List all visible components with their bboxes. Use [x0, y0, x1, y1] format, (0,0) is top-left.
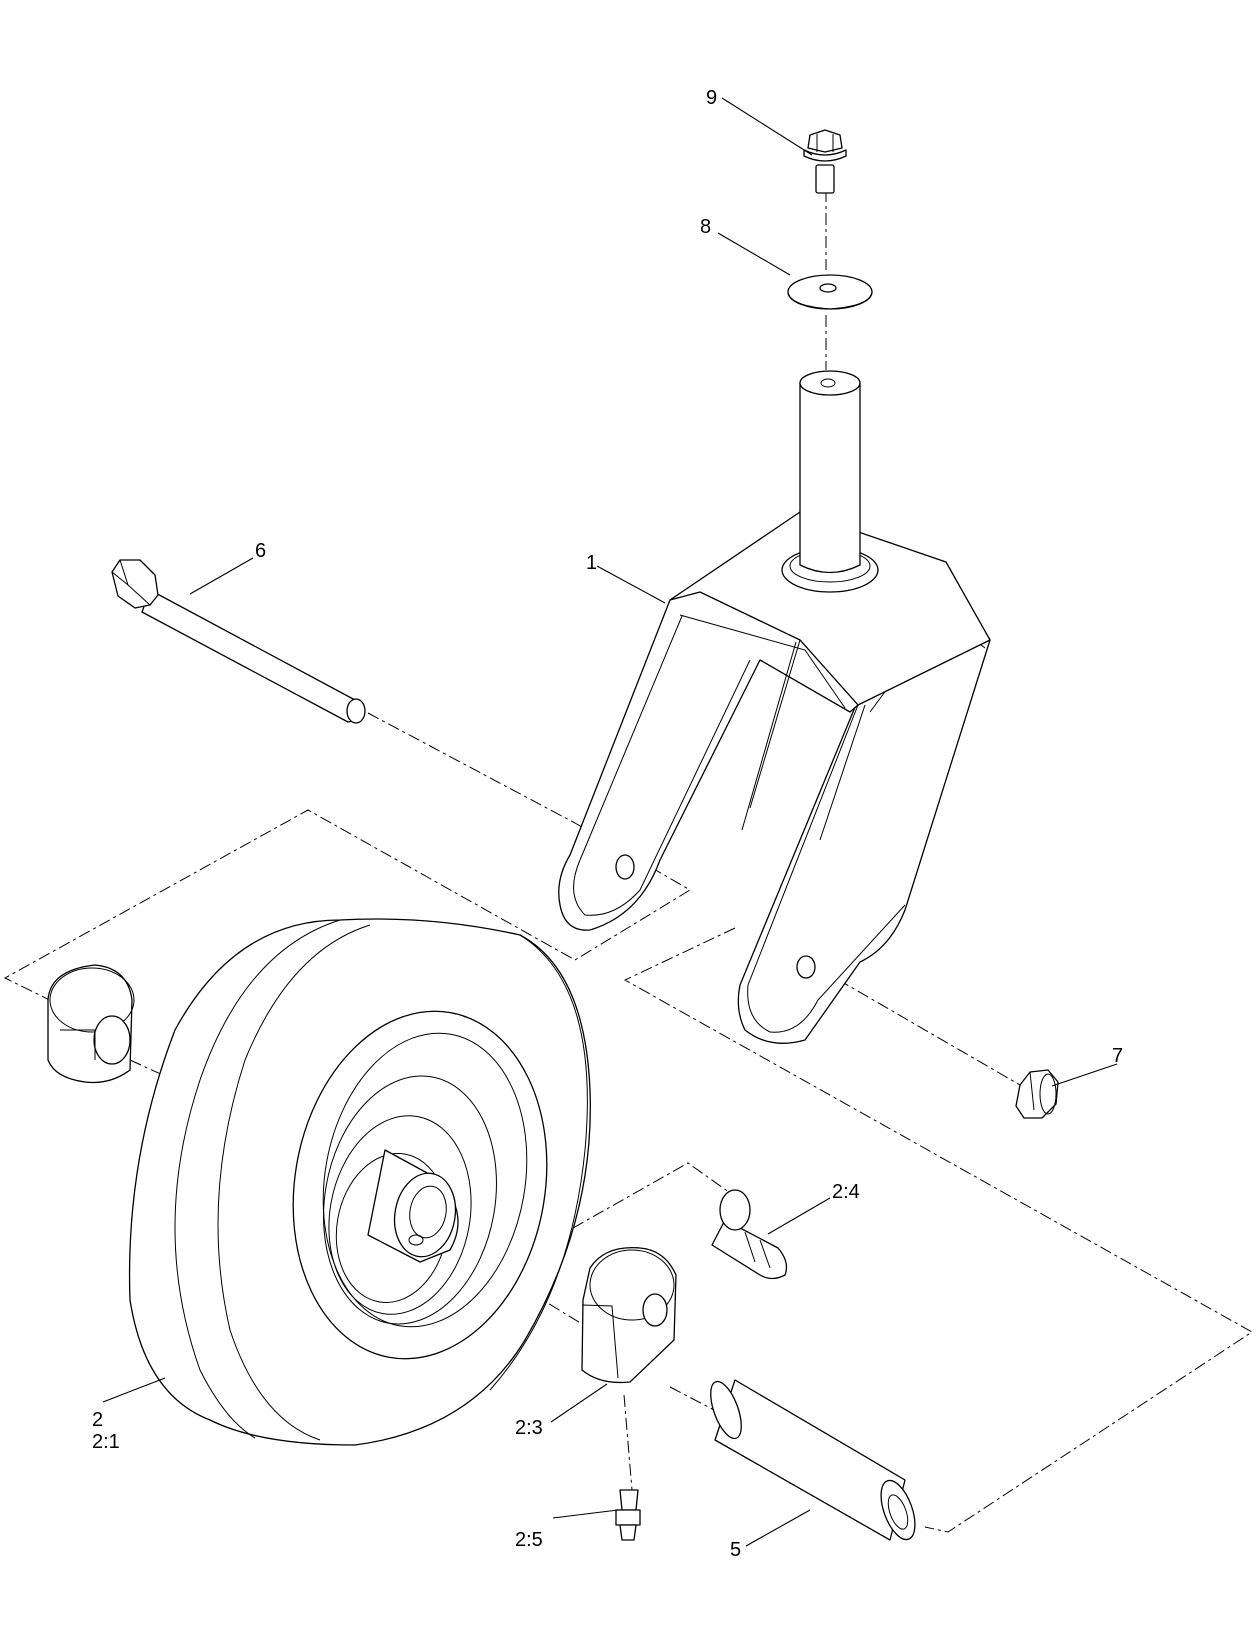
callout-label-2: 2: [92, 1409, 103, 1431]
caster-fork-part-1: [558, 370, 991, 1044]
callout-label-2-4: 2:4: [832, 1181, 860, 1203]
callout-label-2-1: 2:1: [92, 1431, 120, 1453]
callout-label-2-3: 2:3: [515, 1417, 543, 1439]
callout-label-6: 6: [255, 540, 266, 562]
callout-label-5: 5: [730, 1539, 741, 1561]
callout-label-8: 8: [700, 216, 711, 238]
long-bolt-part-6: [111, 559, 366, 724]
wheel-assembly-part-2: [47, 918, 591, 1446]
flange-bolt-part-9: [803, 129, 847, 194]
callout-label-1: 1: [586, 552, 597, 574]
callout-label-7: 7: [1112, 1045, 1123, 1067]
callout-label-2-5: 2:5: [515, 1529, 543, 1551]
lock-nut-part-7: [1015, 1069, 1059, 1119]
callout-label-9: 9: [706, 87, 717, 109]
callout-labels: 9 8 6 1 7 2:4 2 2:1 2:3 5 2:5: [92, 87, 1123, 1561]
spacer-tube-part-5: [710, 1379, 916, 1541]
washer-part-8: [787, 274, 873, 310]
bushing-part-2-3: [581, 1247, 677, 1384]
valve-stem-part-2-4: [711, 1189, 788, 1280]
grease-fitting-part-2-5: [615, 1489, 641, 1541]
callout-leaders: [102, 97, 1118, 1547]
